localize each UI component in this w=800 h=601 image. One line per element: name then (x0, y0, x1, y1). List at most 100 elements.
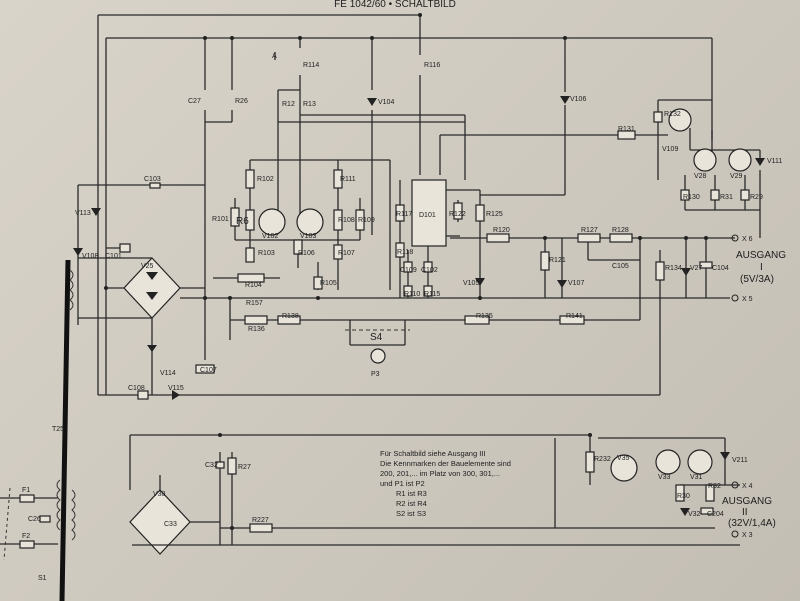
junction-dots (104, 13, 708, 530)
label-c27: C27 (188, 98, 201, 105)
label-r106: R106 (298, 250, 315, 257)
label-r27: R27 (238, 464, 251, 471)
label-v108: V108 (82, 253, 98, 260)
label-r232: R232 (594, 456, 611, 463)
label-r128: R128 (612, 227, 629, 234)
label-v25: V25 (141, 263, 154, 270)
label-v28: V28 (694, 173, 707, 180)
label-c105: C105 (612, 263, 629, 270)
label-r157: R157 (246, 300, 263, 307)
label-v33: V33 (658, 474, 671, 481)
label-c103: C103 (144, 176, 161, 183)
note-line: S2 ist S3 (396, 509, 426, 518)
terminals (731, 234, 739, 538)
label-r118: R118 (397, 249, 413, 256)
label-r101: R101 (212, 216, 229, 223)
label-r136: R136 (248, 326, 265, 333)
label-r102: R102 (257, 176, 274, 183)
label-s1: S1 (38, 575, 47, 582)
label-c104: C104 (712, 265, 729, 272)
note-line: Die Kennmarken der Bauelemente sind (380, 459, 511, 468)
label-p3: P3 (371, 371, 380, 378)
label-f2: F2 (22, 533, 30, 540)
label-c109: C109 (400, 267, 417, 274)
terminal-x4-label: X 4 (742, 483, 753, 490)
label-c101: C101 (105, 253, 122, 260)
label-r13: R13 (303, 101, 316, 108)
label-r30: R30 (677, 493, 690, 500)
label-r122: R122 (449, 211, 466, 218)
label-r135: R135 (476, 313, 493, 320)
label-r110: R110 (404, 291, 420, 298)
label-c33: C33 (164, 521, 177, 528)
label-v114: V114 (160, 370, 176, 377)
label-r104: R104 (245, 282, 262, 289)
label-c204: C204 (707, 511, 724, 518)
label-c107: C107 (200, 367, 217, 374)
label-r12: R12 (282, 101, 295, 108)
label-v104: V104 (378, 99, 394, 106)
label-r132: R132 (664, 111, 681, 118)
label-r26: R26 (235, 98, 248, 105)
component-labels: R114 R116 R26 C27 R12 R13 V104 V106 R132… (22, 53, 782, 582)
output-1-heading: AUSGANG (736, 250, 786, 261)
note-line: R1 ist R3 (396, 489, 427, 498)
label-r114: R114 (303, 62, 319, 69)
output-1-rating: (5V/3A) (740, 274, 774, 285)
output-2-rating: (32V/1,4A) (728, 518, 776, 529)
label-r121: R121 (549, 257, 566, 264)
label-r117: R117 (396, 211, 412, 218)
label-v102: V102 (262, 233, 278, 240)
label-c102: C102 (421, 267, 438, 274)
label-v107: V107 (568, 280, 584, 287)
label-v103: V103 (300, 233, 316, 240)
label-r115: R115 (424, 291, 440, 298)
rectifier-stage-1 (73, 182, 730, 400)
terminal-x5-label: X 5 (742, 296, 753, 303)
label-v35: V35 (617, 455, 630, 462)
terminal-x6-label: X 6 (742, 236, 753, 243)
label-v27: V27 (690, 265, 703, 272)
note-line: Für Schaltbild siehe Ausgang III (380, 449, 485, 458)
label-f1: F1 (22, 487, 30, 494)
label-r138: R138 (282, 313, 299, 320)
label-r111: R111 (340, 176, 356, 183)
transformer-core-bar (59, 259, 71, 601)
note-line: R2 ist R4 (396, 499, 427, 508)
label-r131: R131 (618, 126, 635, 133)
label-r127: R127 (581, 227, 598, 234)
label-r227: R227 (252, 517, 269, 524)
label-r120: R120 (493, 227, 510, 234)
output-2-heading: AUSGANG (722, 496, 772, 507)
label-r116: R116 (424, 62, 440, 69)
label-c108: C108 (128, 385, 145, 392)
label-v31: V31 (690, 474, 703, 481)
label-t25: T25 (52, 426, 64, 433)
label-v32: V32 (688, 511, 701, 518)
output-2-labels: X 4 X 3 AUSGANG II (32V/1,4A) (722, 483, 776, 539)
label-c26: C26 (28, 516, 41, 523)
label-r31: R31 (720, 194, 733, 201)
label-r6: R6 (236, 216, 249, 227)
label-r32: R32 (708, 483, 721, 490)
label-r130: R130 (683, 194, 700, 201)
label-r141: R141 (566, 313, 583, 320)
terminal-x3-label: X 3 (742, 532, 753, 539)
label-v29: V29 (730, 173, 743, 180)
output-stage-2 (129, 434, 740, 555)
label-r108: R108 (338, 217, 355, 224)
note-line: und P1 ist P2 (380, 479, 425, 488)
note-line: 200, 201,... im Platz von 300, 301,... (380, 469, 500, 478)
note-block: Für Schaltbild siehe Ausgang III Die Ken… (380, 449, 511, 518)
fuses (0, 487, 58, 561)
label-s4: S4 (370, 332, 383, 343)
label-c32: C32 (205, 462, 218, 469)
label-v113: V113 (75, 210, 91, 217)
label-r105: R105 (320, 280, 337, 287)
label-v30: V30 (153, 491, 166, 498)
regulator-core (213, 96, 713, 364)
label-r103: R103 (258, 250, 275, 257)
label-r134: R134 (665, 265, 682, 272)
